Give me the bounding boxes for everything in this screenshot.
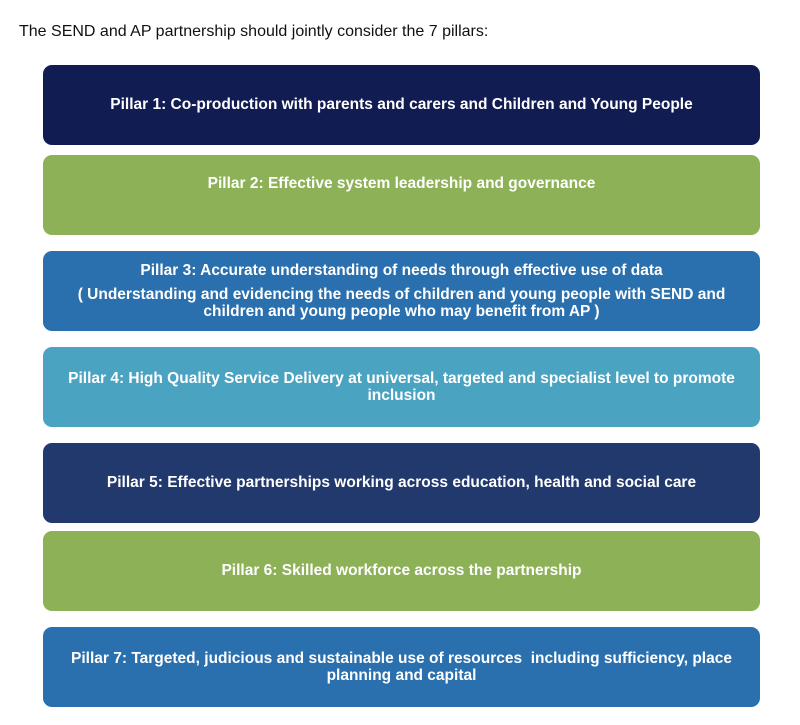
pillar-4-box: Pillar 4: High Quality Service Delivery … <box>43 347 760 427</box>
pillar-5-title: Pillar 5: Effective partnerships working… <box>106 474 697 491</box>
pillar-1-title: Pillar 1: Co-production with parents and… <box>110 96 693 113</box>
intro-text: The SEND and AP partnership should joint… <box>19 23 489 40</box>
pillar-2-title: Pillar 2: Effective system leadership an… <box>207 175 596 192</box>
pillar-7-title: Pillar 7: Targeted, judicious and sustai… <box>71 650 737 684</box>
pillar-3-box: Pillar 3: Accurate understanding of need… <box>43 251 760 331</box>
pillar-4-title: Pillar 4: High Quality Service Delivery … <box>68 370 735 404</box>
pillar-1-box: Pillar 1: Co-production with parents and… <box>43 65 760 145</box>
pillar-2-box: Pillar 2: Effective system leadership an… <box>43 155 760 235</box>
pillar-3-title: Pillar 3: Accurate understanding of need… <box>140 262 663 279</box>
pillar-6-title: Pillar 6: Skilled workforce across the p… <box>221 562 582 579</box>
pillar-5-box: Pillar 5: Effective partnerships working… <box>43 443 760 523</box>
pillar-7-box: Pillar 7: Targeted, judicious and sustai… <box>43 627 760 707</box>
pillar-3-subtitle: ( Understanding and evidencing the needs… <box>77 286 726 320</box>
pillar-6-box: Pillar 6: Skilled workforce across the p… <box>43 531 760 611</box>
